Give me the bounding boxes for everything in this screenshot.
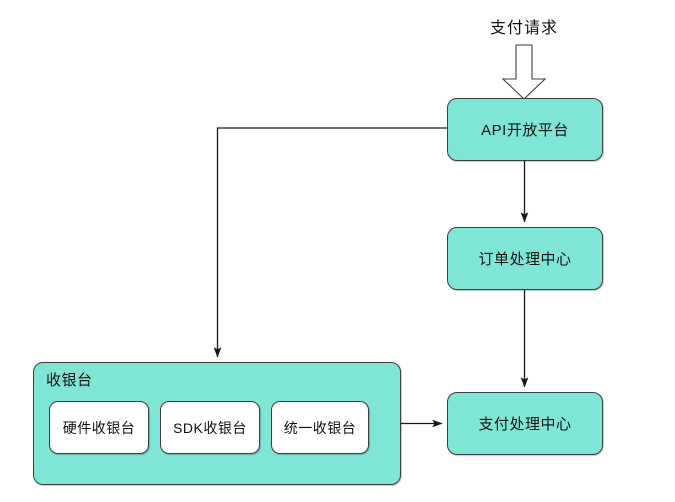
node-order-processing-center[interactable]: 订单处理中心 [447, 227, 603, 290]
node-api-open-platform[interactable]: API开放平台 [447, 98, 603, 161]
group-cashier[interactable]: 收银台 硬件收银台 SDK收银台 统一收银台 [33, 362, 401, 485]
node-payment-processing-center-label: 支付处理中心 [478, 416, 572, 433]
node-payment-processing-center[interactable]: 支付处理中心 [447, 392, 603, 455]
node-api-open-platform-label: API开放平台 [481, 122, 569, 139]
subnode-sdk-cashier[interactable]: SDK收银台 [160, 401, 260, 454]
edge-api-to-cashier [213, 127, 447, 358]
subnode-sdk-cashier-label: SDK收银台 [173, 419, 247, 436]
subnode-unified-cashier-label: 统一收银台 [283, 419, 357, 436]
block-arrow-payment-request [501, 44, 547, 100]
subnode-hardware-cashier[interactable]: 硬件收银台 [49, 401, 149, 454]
subnode-unified-cashier[interactable]: 统一收银台 [271, 401, 369, 454]
subnode-hardware-cashier-label: 硬件收银台 [62, 419, 136, 436]
node-order-processing-center-label: 订单处理中心 [478, 251, 572, 268]
group-cashier-label: 收银台 [46, 372, 93, 389]
payment-request-label: 支付请求 [489, 20, 558, 37]
